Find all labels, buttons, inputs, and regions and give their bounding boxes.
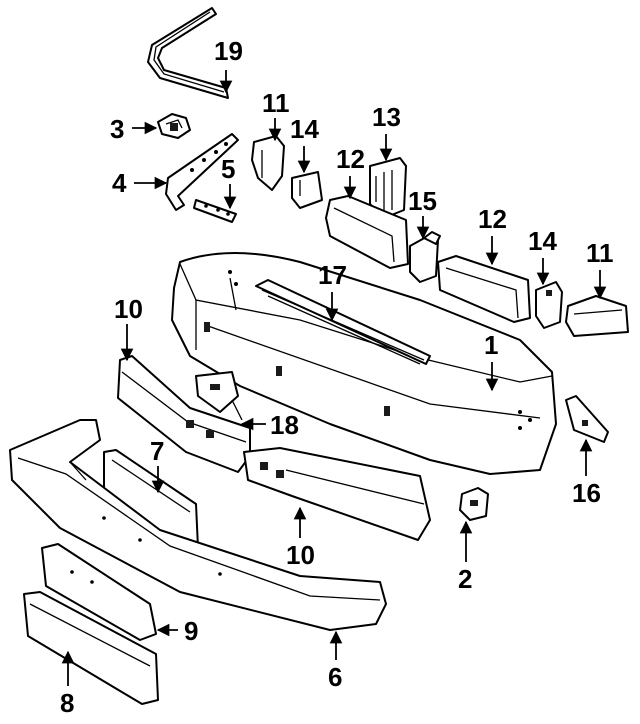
callout-7: 7: [150, 436, 164, 466]
callout-3: 3: [110, 114, 124, 144]
leader-lines: [61, 70, 607, 686]
part-4-bracket: [165, 133, 239, 211]
callout-12-left: 12: [336, 144, 365, 174]
part-6-absorber: [9, 419, 387, 631]
callout-19: 19: [214, 36, 243, 66]
part-14-right-socket: [535, 281, 563, 329]
callout-labels: 19 3 4 5 11 14 13 12 15 12 14 11 17 1 10…: [60, 36, 614, 718]
callout-11-left: 11: [262, 88, 290, 118]
callout-2: 2: [458, 564, 472, 594]
part-3-clip: [157, 113, 191, 139]
part-14-left-socket: [291, 171, 323, 209]
callout-12-right: 12: [478, 204, 507, 234]
callout-13: 13: [372, 102, 401, 132]
part-16-bracket: [565, 395, 609, 443]
callout-18: 18: [270, 410, 299, 440]
callout-17: 17: [318, 260, 347, 290]
part-10-lower-reinforcement: [243, 447, 431, 541]
callout-10-upper: 10: [114, 294, 143, 324]
part-12-left-lens: [325, 195, 409, 269]
callout-11-right: 11: [586, 238, 614, 268]
callout-16: 16: [572, 478, 601, 508]
callout-6: 6: [328, 662, 342, 692]
part-8-valance: [23, 591, 159, 705]
callout-15: 15: [408, 186, 437, 216]
callout-14-right: 14: [528, 226, 557, 256]
part-17-grille: [255, 279, 431, 365]
part-5-bracket: [193, 199, 237, 223]
callout-14-left: 14: [290, 114, 319, 144]
part-2-clip: [459, 487, 489, 521]
callout-1: 1: [484, 330, 498, 360]
part-11-left-lamp: [251, 135, 285, 191]
callout-5: 5: [221, 154, 235, 184]
callout-10-lower: 10: [286, 540, 315, 570]
callout-4: 4: [112, 168, 127, 198]
part-15-socket: [409, 231, 441, 283]
part-1-bumper-cover: [171, 252, 557, 475]
part-11-right-lamp: [565, 295, 629, 337]
part-13-housing: [369, 157, 407, 219]
part-18-bracket: [195, 371, 243, 421]
callout-9: 9: [184, 616, 198, 646]
part-9-end-bracket: [41, 543, 157, 641]
callout-8: 8: [60, 688, 74, 718]
part-12-right-lens: [437, 255, 531, 323]
